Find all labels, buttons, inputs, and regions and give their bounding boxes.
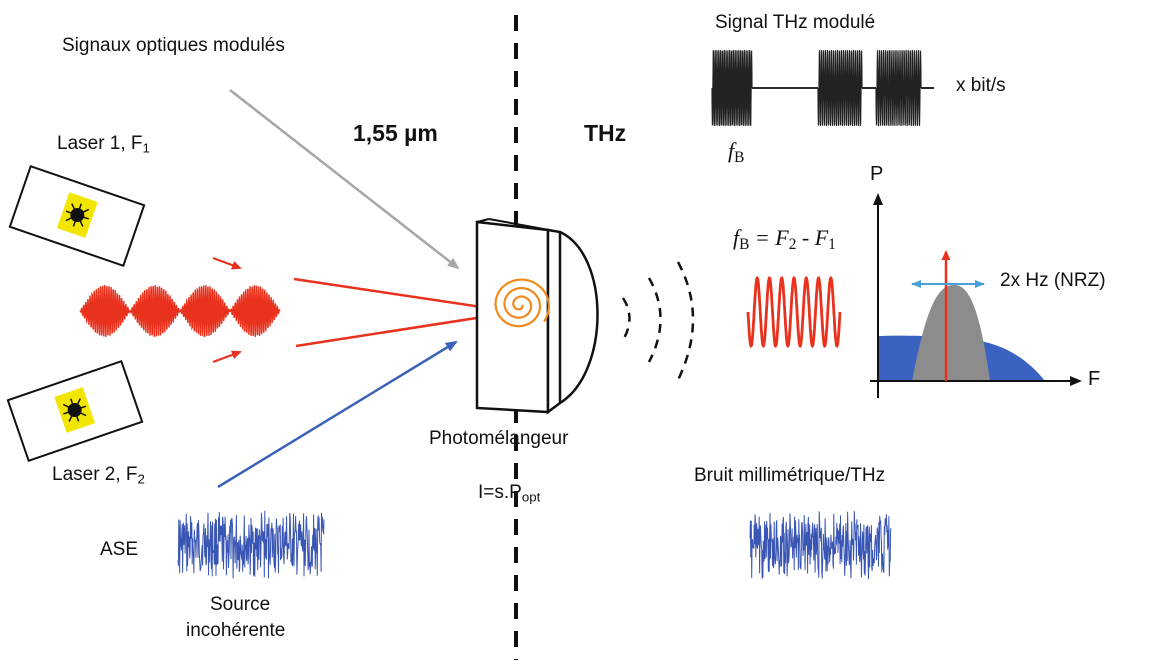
beat-frequency-equation: fB = F2 - F1 [733, 225, 836, 253]
laser-1-label: Laser 1, F1 [57, 133, 150, 155]
thz-sine-waveform [746, 276, 842, 348]
spectrum-plot [870, 193, 1082, 398]
ase-arrow [217, 340, 458, 489]
fb-subscript: B [734, 148, 745, 166]
eq-f1: - F [796, 225, 829, 250]
laser-2-icon [6, 359, 144, 463]
eq-f-subscript: B [739, 235, 750, 253]
optical-beat-waveform [79, 284, 281, 338]
mm-thz-noise-label: Bruit millimétrique/THz [694, 465, 886, 486]
fb-label: fB [728, 138, 745, 166]
thz-wavefronts [621, 261, 695, 381]
nrz-bandwidth-label: 2x Hz (NRZ) [1000, 270, 1106, 291]
thz-band-label: THz [584, 120, 627, 146]
laser-2-subscript: 2 [137, 471, 145, 487]
small-red-arrow-top [212, 257, 242, 270]
eq-f: f [733, 225, 740, 250]
source-label-line2: incohérente [186, 620, 286, 641]
bitrate-label: x bit/s [956, 75, 1006, 96]
modulated-signals-arrow [229, 89, 460, 270]
photocurrent-text: I=s.P [478, 482, 522, 503]
photomixer-icon [475, 218, 599, 415]
laser-2-label: Laser 2, F2 [52, 464, 145, 486]
laser-2-text: Laser 2, F [52, 464, 138, 485]
laser-1-subscript: 1 [142, 140, 150, 156]
photocurrent-subscript: opt [521, 489, 541, 505]
axis-p-label: P [870, 163, 884, 185]
fb-text: f [728, 138, 735, 163]
eq-f1-subscript: 1 [828, 235, 836, 253]
photocurrent-label: I=s.Popt [478, 482, 540, 504]
laser-1-text: Laser 1, F [57, 133, 143, 154]
source-label-line1: Source [210, 594, 271, 615]
eq-f2: = F [749, 225, 789, 250]
modulated-thz-signal [711, 49, 934, 127]
modulated-optical-signals-label: Signaux optiques modulés [62, 35, 285, 56]
small-red-arrow-bottom [212, 350, 242, 363]
signal-spectrum-area [912, 284, 990, 381]
thz-noise-waveform [749, 511, 892, 580]
optical-band-label: 1,55 µm [353, 120, 438, 146]
axis-f-label: F [1088, 368, 1101, 390]
modulated-thz-signal-label: Signal THz modulé [715, 12, 876, 33]
laser-1-icon [8, 164, 146, 268]
ase-noise-waveform [177, 510, 325, 579]
eq-f2-subscript: 2 [788, 235, 797, 253]
photomixer-label: Photomélangeur [429, 428, 569, 449]
ase-label: ASE [100, 539, 139, 560]
